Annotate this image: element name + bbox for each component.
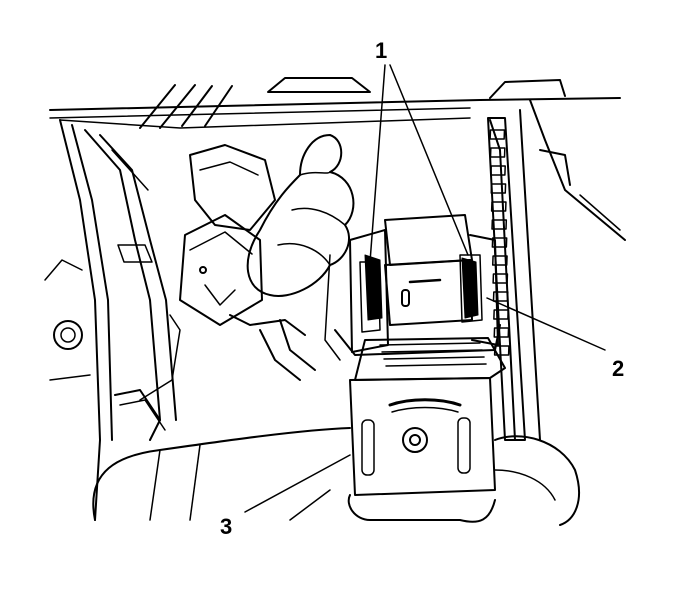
lower-hand (92, 427, 580, 526)
callout-1: 1 (375, 38, 388, 63)
leader-3 (244, 454, 351, 513)
connector-body (349, 337, 506, 496)
wiring-harness (179, 144, 316, 381)
upper-hand (246, 134, 355, 297)
callout-3: 3 (220, 514, 233, 539)
leader-1a (369, 64, 386, 263)
leader-2 (486, 297, 606, 351)
rail-slots (489, 129, 510, 356)
leader-lines (244, 64, 606, 513)
callout-2: 2 (612, 356, 625, 381)
release-tabs (364, 254, 479, 321)
leader-1b (389, 64, 469, 256)
dashboard-panel (49, 77, 621, 129)
right-trim-panel (489, 99, 626, 441)
steering-column (44, 119, 181, 521)
